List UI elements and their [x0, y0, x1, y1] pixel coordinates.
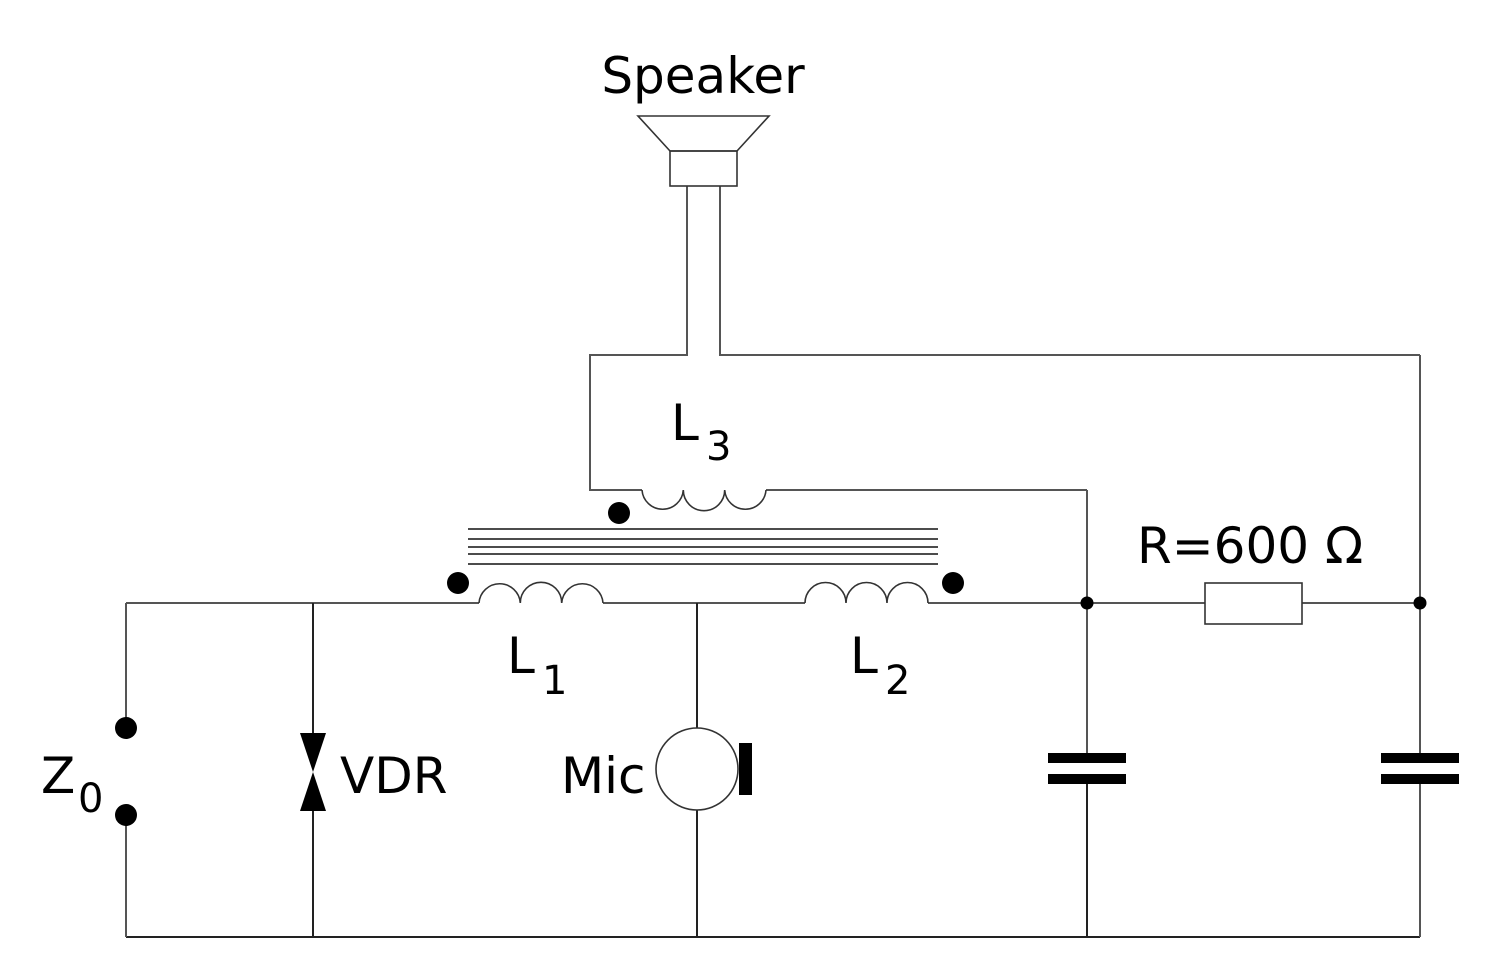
vdr-label: VDR: [340, 747, 447, 805]
l1-polarity-dot: [447, 572, 469, 594]
inductor-l1-icon: [478, 581, 604, 604]
mic-label: Mic: [561, 747, 646, 805]
junction-dot: [1413, 596, 1427, 610]
l1-label: L 1: [507, 627, 567, 704]
z0-label: Z 0: [41, 747, 103, 822]
l3-label-sub: 3: [706, 424, 731, 470]
mic-diaphragm: [739, 743, 752, 795]
l1-label-main: L: [507, 627, 535, 685]
vdr-triangle-bottom: [300, 772, 326, 811]
l2-label-main: L: [850, 627, 878, 685]
l1-label-sub: 1: [542, 658, 567, 704]
vdr-triangle-top: [300, 733, 326, 772]
resistor-icon: [1204, 582, 1303, 625]
resistor-label: R=600 Ω: [1137, 517, 1363, 575]
transformer-core: [468, 528, 938, 565]
z0-label-main: Z: [41, 747, 75, 805]
capacitor-plate: [1381, 753, 1459, 763]
capacitor-c1-icon: [1048, 753, 1126, 784]
capacitor-plate: [1048, 774, 1126, 784]
l3-polarity-dot: [608, 502, 630, 524]
junction-dot: [1080, 596, 1094, 610]
l2-polarity-dot: [942, 572, 964, 594]
l2-label: L 2: [850, 627, 910, 704]
speaker-right-lead: [719, 186, 1420, 356]
inductor-l3-icon: [641, 489, 767, 512]
l3-label: L 3: [671, 394, 731, 470]
mic-circle: [655, 727, 739, 811]
speaker-left-lead: [589, 186, 688, 491]
vdr-icon: [300, 733, 326, 811]
z0-terminal-bottom: [115, 804, 137, 826]
inductor-l2-icon: [804, 581, 929, 604]
wires: [125, 186, 1421, 938]
l3-label-main: L: [671, 394, 699, 452]
capacitor-plate: [1048, 753, 1126, 763]
z0-label-sub: 0: [78, 776, 103, 822]
microphone-icon: [655, 727, 752, 811]
capacitor-c2-icon: [1381, 753, 1459, 784]
speaker-label: Speaker: [601, 47, 805, 105]
speaker-icon: [636, 115, 771, 187]
capacitor-plate: [1381, 774, 1459, 784]
speaker-magnet: [669, 150, 738, 187]
z0-terminal-top: [115, 717, 137, 739]
speaker-cone: [636, 115, 771, 152]
l2-label-sub: 2: [885, 658, 910, 704]
